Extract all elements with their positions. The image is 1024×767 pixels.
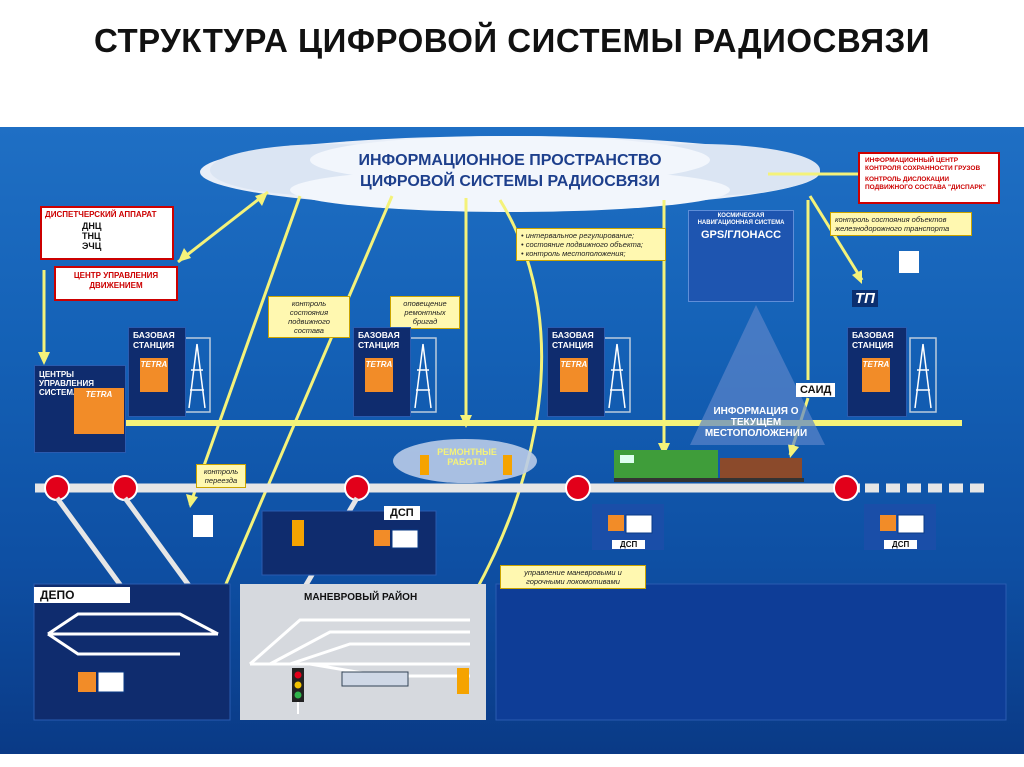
dsp-label-2: ДСП <box>612 540 646 549</box>
shunting-tracks <box>249 618 470 678</box>
phone-icons <box>97 514 925 693</box>
worker-icons <box>292 455 512 694</box>
shunting-panel <box>240 584 486 720</box>
signal-points <box>44 475 859 501</box>
dispatcher-header: ДИСПЕТЧЕРСКИЙ АППАРАТ <box>45 210 157 219</box>
crossing-box <box>193 515 213 537</box>
dispatcher-item-dnc: ДНЦ <box>82 221 102 231</box>
dsp-label-main: ДСП <box>384 506 420 520</box>
base-station-2-label: БАЗОВАЯ СТАНЦИЯ <box>358 330 400 350</box>
control-center-label: ЦЕНТРЫ УПРАВЛЕНИЯ СИСТЕМАМИ <box>39 370 94 397</box>
base-station-3-tetra: TETRA <box>560 358 588 392</box>
base-station-3-label: БАЗОВАЯ СТАНЦИЯ <box>552 330 594 350</box>
page-title: СТРУКТУРА ЦИФРОВОЙ СИСТЕМЫ РАДИОСВЯЗИ <box>93 22 931 59</box>
base-station-4-tetra: TETRA <box>862 358 890 392</box>
satellite-caption: КОСМИЧЕСКАЯ НАВИГАЦИОННАЯ СИСТЕМА <box>697 213 785 226</box>
tp-box <box>899 251 919 273</box>
repair-alert-note: оповещение ремонтных бригад <box>390 296 460 329</box>
dsp-label-3: ДСП <box>884 540 918 549</box>
satellite-name: GPS/ГЛОНАСС <box>700 229 782 241</box>
cloud-line-1: ИНФОРМАЦИОННОЕ ПРОСТРАНСТВО <box>358 152 662 169</box>
dispatcher-item-tnc: ТНЦ <box>82 231 101 241</box>
railway-objects-note: контроль состояния объектов железнодорож… <box>830 212 972 236</box>
depot-label: ДЕПО <box>34 587 130 603</box>
train-icon <box>614 450 804 482</box>
interval-note: • интервальное регулирование; • состояни… <box>516 228 666 261</box>
control-center-tetra: TETRA <box>74 388 124 434</box>
traffic-light-icon <box>292 668 304 714</box>
blank-panel <box>495 583 1007 721</box>
base-station-2-tetra: TETRA <box>365 358 393 392</box>
dislocation-label: КОНТРОЛЬ ДИСЛОКАЦИИ ПОДВИЖНОГО СОСТАВА "… <box>865 176 986 191</box>
right-info-box: ИНФОРМАЦИОННЫЙ ЦЕНТР КОНТРОЛЯ СОХРАННОСТ… <box>858 152 1000 204</box>
tp-label: ТП <box>852 290 878 307</box>
crossing-note: контроль переезда <box>196 464 246 488</box>
shunting-area-label: МАНЕВРОВЫЙ РАЙОН <box>304 592 418 603</box>
base-station-4-label: БАЗОВАЯ СТАНЦИЯ <box>852 330 894 350</box>
dispatcher-box: ДИСПЕТЧЕРСКИЙ АППАРАТ ДНЦ ТНЦ ЭЧЦ <box>40 206 174 260</box>
base-station-1-tetra: TETRA <box>140 358 168 392</box>
base-station-1-label: БАЗОВАЯ СТАНЦИЯ <box>133 330 175 350</box>
cloud-label: ИНФОРМАЦИОННОЕ ПРОСТРАНСТВО ЦИФРОВОЙ СИС… <box>310 150 710 192</box>
depot-tracks <box>47 612 219 656</box>
rolling-stock-note: контроль состояния подвижного состава <box>268 296 350 338</box>
depot-panel <box>33 583 231 721</box>
beam-text: ИНФОРМАЦИЯ О ТЕКУЩЕМ МЕСТОПОЛОЖЕНИИ <box>704 406 808 439</box>
shunting-note: управление маневровыми и горочными локом… <box>500 565 646 589</box>
cloud-line-2: ЦИФРОВОЙ СИСТЕМЫ РАДИОСВЯЗИ <box>360 173 660 190</box>
said-label: САИД <box>796 383 836 397</box>
traffic-center-box: ЦЕНТР УПРАВЛЕНИЯ ДВИЖЕНИЕМ <box>54 266 178 301</box>
satellite-beam <box>690 305 825 445</box>
info-center-label: ИНФОРМАЦИОННЫЙ ЦЕНТР КОНТРОЛЯ СОХРАННОСТ… <box>865 157 981 172</box>
satellite-panel: КОСМИЧЕСКАЯ НАВИГАЦИОННАЯ СИСТЕМА GPS/ГЛ… <box>688 210 794 302</box>
locomotive-icon <box>341 671 409 687</box>
info-space-cloud <box>200 136 820 212</box>
dispatcher-item-echc: ЭЧЦ <box>82 241 102 251</box>
radio-units <box>78 515 896 692</box>
repair-label: РЕМОНТНЫЕ РАБОТЫ <box>437 447 497 467</box>
